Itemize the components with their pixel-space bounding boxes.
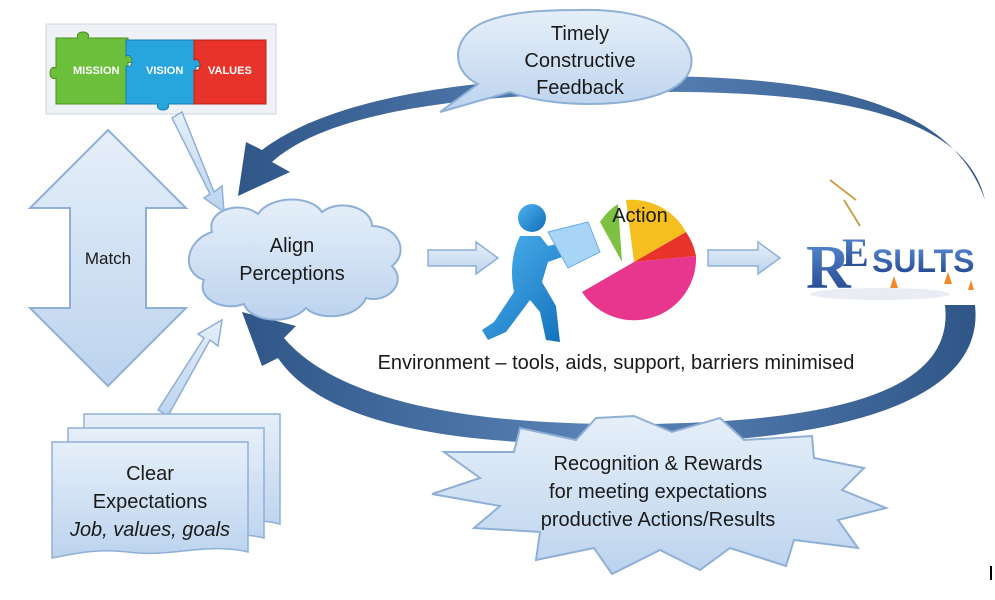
puzzle-label-values: VALUES xyxy=(208,65,252,77)
align-perceptions-cloud: Align Perceptions xyxy=(187,198,402,321)
action-label: Action xyxy=(612,205,668,227)
action-figure xyxy=(482,204,601,342)
feedback-line1: Timely xyxy=(551,23,609,45)
align-line1: Align xyxy=(270,235,314,257)
feedback-callout: Timely Constructive Feedback xyxy=(439,8,693,113)
pie-slice-yellow xyxy=(626,199,686,262)
feedback-line2: Constructive xyxy=(524,50,635,72)
puzzle-label-vision: VISION xyxy=(146,65,183,77)
puzzle-label-mission: MISSION xyxy=(73,65,120,77)
expectations-line1: Clear xyxy=(126,463,174,485)
expectations-to-align-arrow xyxy=(156,318,223,418)
action-to-results-arrow xyxy=(707,240,782,276)
expectations-line2: Expectations xyxy=(93,491,208,513)
expectations-documents: Clear Expectations Job, values, goals xyxy=(51,413,281,559)
feedback-line3: Feedback xyxy=(536,77,625,99)
bottom-cycle-arrow xyxy=(242,305,976,445)
results-letter-e: E xyxy=(842,230,869,275)
results-letters-rest: SULTS xyxy=(872,243,975,279)
align-line2: Perceptions xyxy=(239,263,345,285)
align-to-action-arrow xyxy=(427,240,500,276)
puzzle-piece-values xyxy=(193,39,267,105)
match-double-arrow: Match xyxy=(27,128,189,388)
expectations-line3: Job, values, goals xyxy=(69,519,230,541)
recognition-starburst: Recognition & Rewards for meeting expect… xyxy=(431,414,890,576)
pie-slice-green xyxy=(600,204,622,262)
pie-slice-red xyxy=(634,232,696,262)
puzzle-image: MISSION VISION VALUES xyxy=(45,23,277,115)
recognition-line3: productive Actions/Results xyxy=(541,509,776,531)
corner-mark xyxy=(990,566,992,580)
puzzle-to-align-arrow xyxy=(171,110,225,214)
recognition-line2: for meeting expectations xyxy=(549,481,767,503)
results-image: R E SULTS xyxy=(806,179,975,302)
action-pie-chart: Action xyxy=(582,199,697,321)
environment-label: Environment – tools, aids, support, barr… xyxy=(378,352,855,374)
pie-slice-pink xyxy=(582,256,697,321)
expectations-front-document xyxy=(51,441,249,559)
recognition-line1: Recognition & Rewards xyxy=(554,453,763,475)
match-label: Match xyxy=(85,249,131,268)
